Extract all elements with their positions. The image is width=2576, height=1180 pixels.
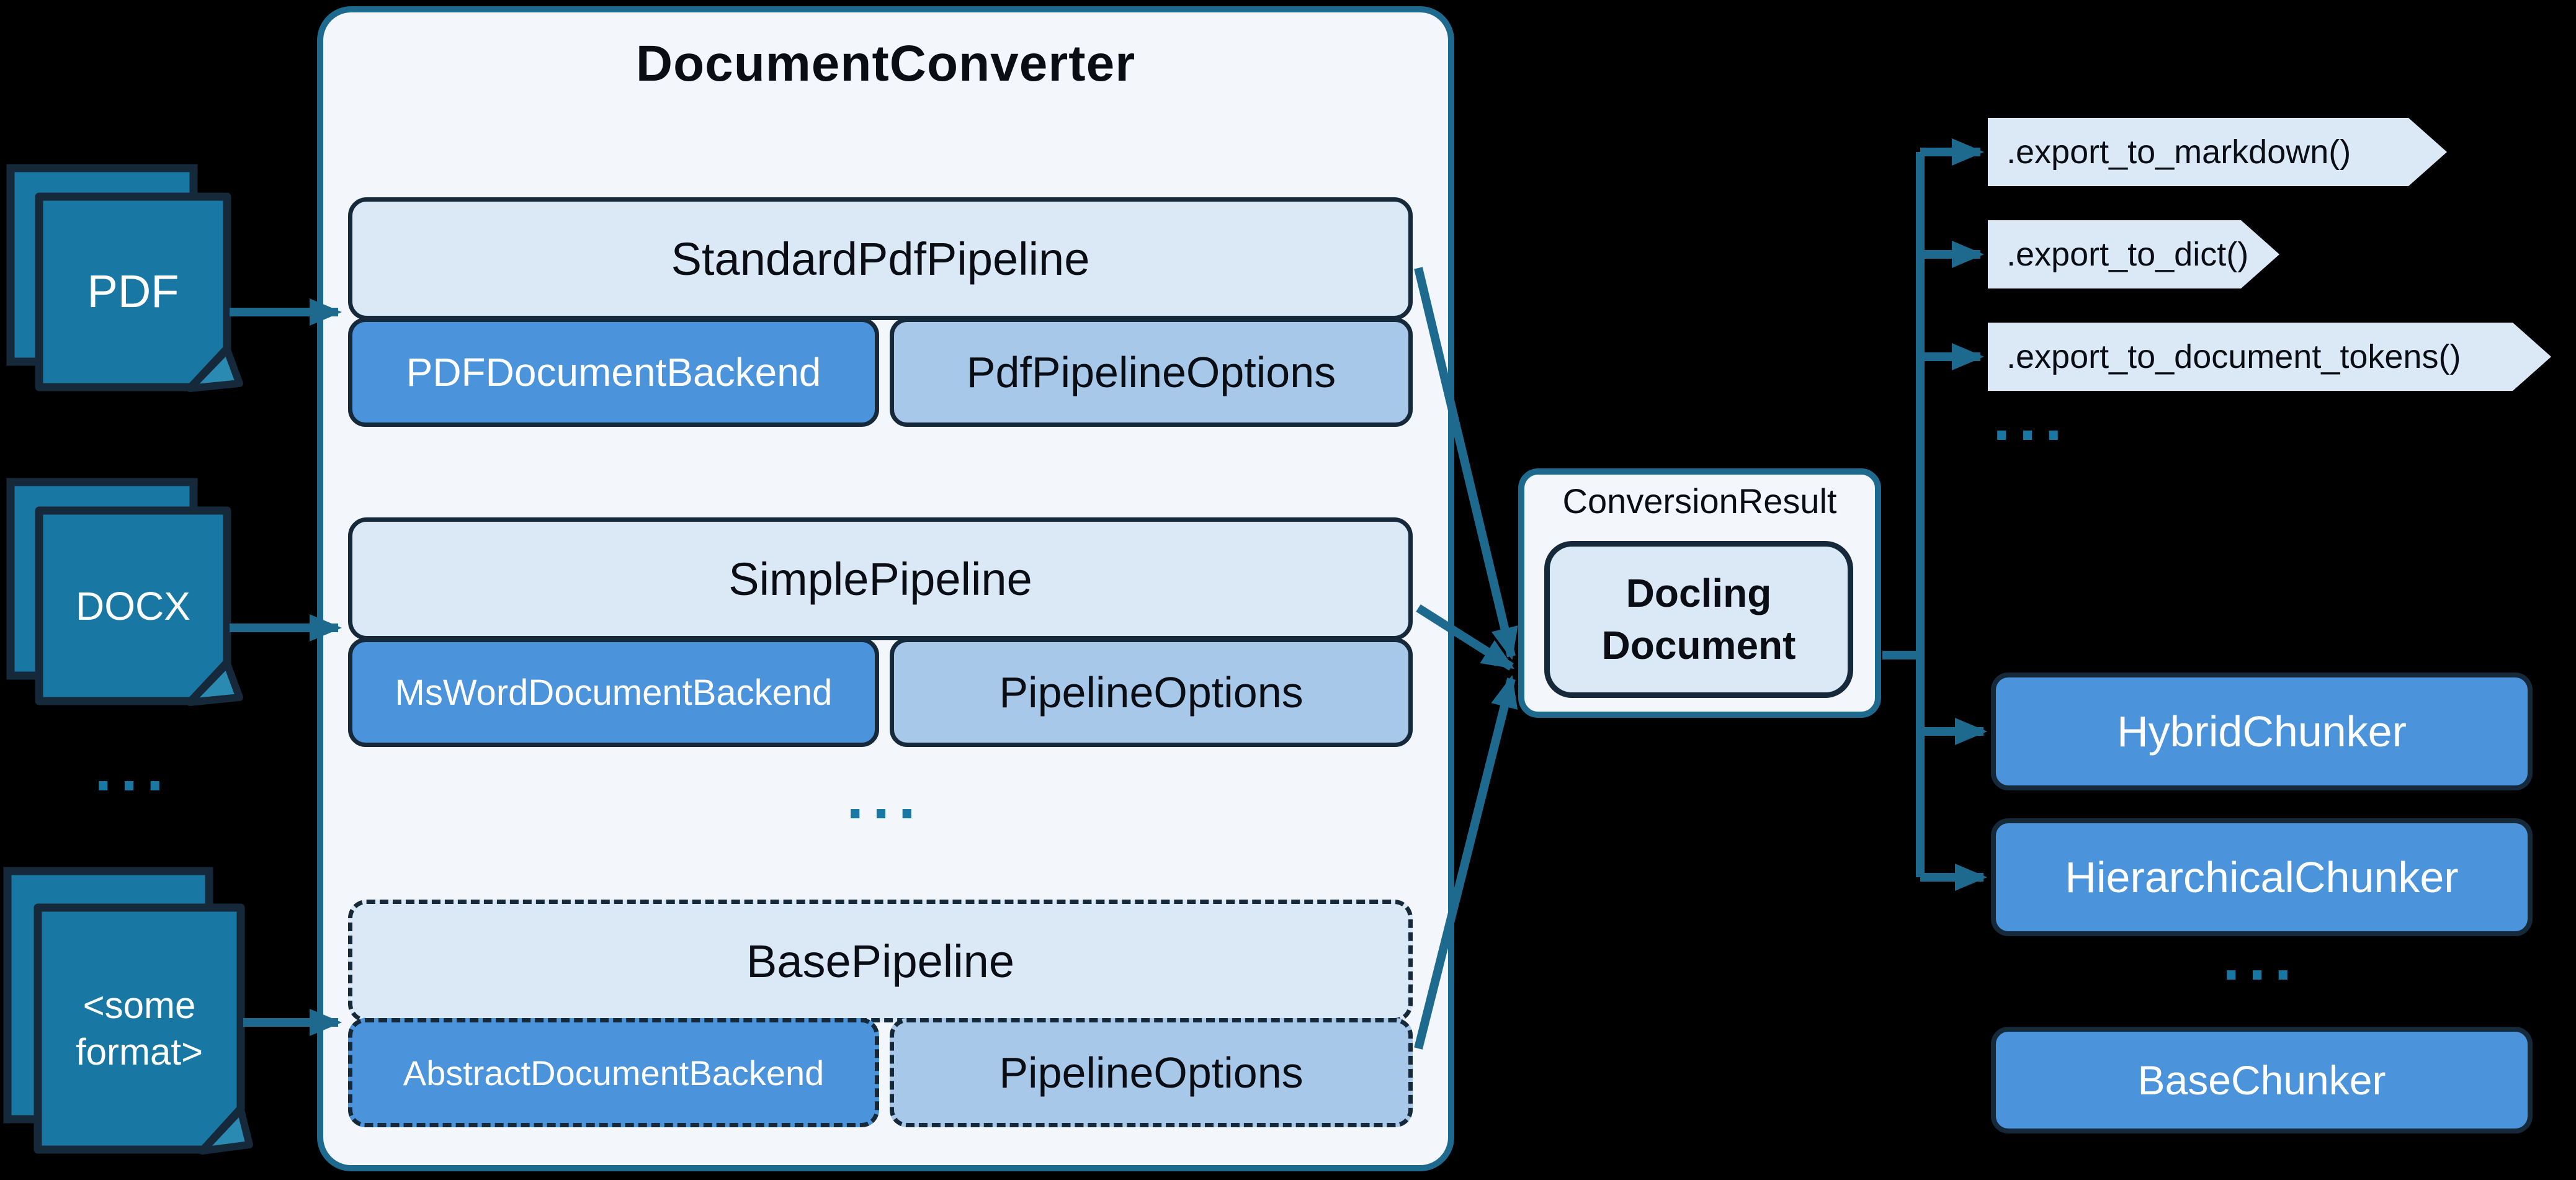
inputs-ellipsis: ... bbox=[94, 735, 172, 804]
standard-pdf-pipeline-box: StandardPdfPipeline bbox=[348, 197, 1413, 320]
docx-document-icon bbox=[6, 478, 243, 706]
pdf-pipeline-options-box: PdfPipelineOptions bbox=[890, 318, 1413, 427]
docling-document-box: Docling Document bbox=[1544, 541, 1853, 698]
export-to-document-tokens-chevron: .export_to_document_tokens() bbox=[1988, 323, 2551, 391]
some-format-document-icon bbox=[3, 867, 253, 1155]
pdf-document-backend-box: PDFDocumentBackend bbox=[348, 318, 879, 427]
abstract-document-backend-box: AbstractDocumentBackend bbox=[348, 1018, 879, 1127]
base-pipeline-box: BasePipeline bbox=[348, 900, 1413, 1022]
some-format-line1: <some bbox=[83, 985, 196, 1026]
document-converter-title: DocumentConverter bbox=[635, 35, 1136, 92]
export-to-dict-chevron: .export_to_dict() bbox=[1988, 220, 2279, 288]
pdf-input-label: PDF bbox=[87, 266, 179, 318]
exports-ellipsis: ... bbox=[1993, 384, 2071, 454]
pdf-document-icon bbox=[6, 164, 243, 392]
hierarchical-chunker-box: HierarchicalChunker bbox=[1991, 818, 2533, 936]
base-pipeline-options-box: PipelineOptions bbox=[890, 1018, 1413, 1127]
some-format-input-label: <some format> bbox=[38, 908, 241, 1150]
base-chunker-box: BaseChunker bbox=[1991, 1027, 2533, 1133]
pipeline-options-box: PipelineOptions bbox=[890, 638, 1413, 747]
converter-ellipsis: ... bbox=[846, 762, 924, 832]
simple-pipeline-box: SimplePipeline bbox=[348, 517, 1413, 640]
docling-document-line2: Document bbox=[1601, 622, 1796, 668]
docling-document-line1: Docling bbox=[1626, 571, 1772, 616]
some-format-line2: format> bbox=[75, 1031, 203, 1073]
hybrid-chunker-box: HybridChunker bbox=[1991, 673, 2533, 790]
chunkers-ellipsis: ... bbox=[2222, 924, 2301, 993]
ms-word-document-backend-box: MsWordDocumentBackend bbox=[348, 638, 879, 747]
docx-input-label: DOCX bbox=[76, 583, 190, 628]
export-to-markdown-chevron: .export_to_markdown() bbox=[1988, 118, 2447, 186]
conversion-result-label: ConversionResult bbox=[1562, 481, 1837, 521]
